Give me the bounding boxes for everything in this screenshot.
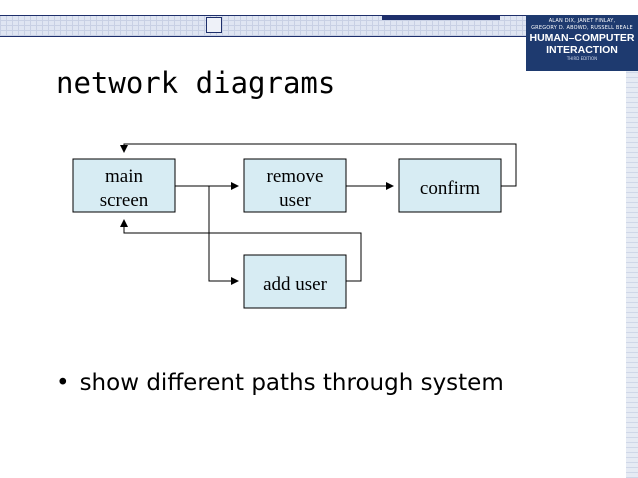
node-confirm: confirm (398, 158, 502, 213)
node-remove-user-line1: remove (267, 166, 324, 187)
node-add-user-line1: add user (263, 274, 328, 295)
node-add-user: add user (243, 254, 347, 309)
bullet-item: • show different paths through system (56, 370, 504, 396)
top-decorative-strip (0, 15, 526, 37)
cover-authors-line2: GREGORY D. ABOWD, RUSSELL BEALE (531, 24, 633, 31)
node-main-screen: main screen (72, 158, 176, 213)
edge-main-to-add (208, 186, 239, 285)
top-rule (0, 15, 526, 16)
edge-add-to-main (120, 219, 362, 282)
node-confirm-line1: confirm (420, 178, 480, 199)
right-decorative-strip (626, 71, 638, 478)
node-remove-user: remove user (243, 158, 347, 213)
cover-authors-line1: ALAN DIX, JANET FINLAY, (548, 18, 616, 24)
node-main-screen-line2: screen (100, 190, 149, 211)
book-cover-logo: ALAN DIX, JANET FINLAY, GREGORY D. ABOWD… (526, 15, 638, 71)
bullet-text: show different paths through system (79, 370, 504, 396)
node-main-screen-line1: main (105, 166, 143, 187)
top-accent-bar (382, 15, 500, 20)
edge-confirm-to-main (120, 143, 517, 187)
cover-title-line1: HUMAN–COMPUTER (529, 32, 635, 44)
bullet-dot-icon: • (56, 370, 70, 396)
slide-title: network diagrams (56, 66, 336, 100)
decorative-square-icon (206, 17, 222, 33)
node-remove-user-line2: user (279, 190, 311, 211)
cover-title-line2: INTERACTION (546, 44, 618, 56)
cover-edition: THIRD EDITION (566, 56, 598, 61)
